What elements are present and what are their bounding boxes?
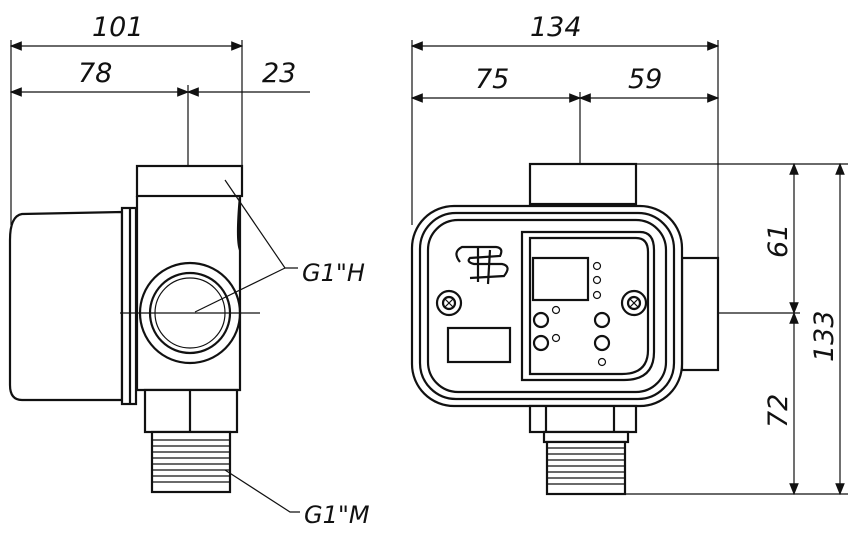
front-view	[410, 40, 848, 496]
dim-height-top: 61	[763, 224, 794, 258]
led-indicator	[592, 290, 602, 300]
dim-height-bottom: 72	[763, 394, 794, 428]
dim-front-right: 59	[628, 64, 662, 95]
dim-front-total: 134	[530, 12, 582, 43]
led-indicator	[592, 261, 602, 271]
dim-front-left: 75	[475, 64, 509, 95]
screw-icon	[435, 289, 463, 317]
dim-side-left: 78	[78, 58, 112, 89]
control-button	[532, 334, 550, 352]
control-button	[593, 311, 611, 329]
lcd-display	[531, 256, 590, 302]
brand-logo-icon	[455, 245, 509, 285]
screw-icon	[620, 289, 648, 317]
control-button	[593, 334, 611, 352]
control-button	[532, 311, 550, 329]
label-female-thread: G1"H	[302, 259, 365, 287]
led-indicator	[592, 275, 602, 285]
dim-side-right: 23	[262, 58, 296, 89]
label-male-thread: G1"M	[304, 501, 370, 529]
label-plate	[446, 326, 512, 364]
dim-height-total: 133	[809, 310, 840, 362]
dim-side-total: 101	[92, 12, 144, 43]
side-view	[8, 40, 310, 513]
